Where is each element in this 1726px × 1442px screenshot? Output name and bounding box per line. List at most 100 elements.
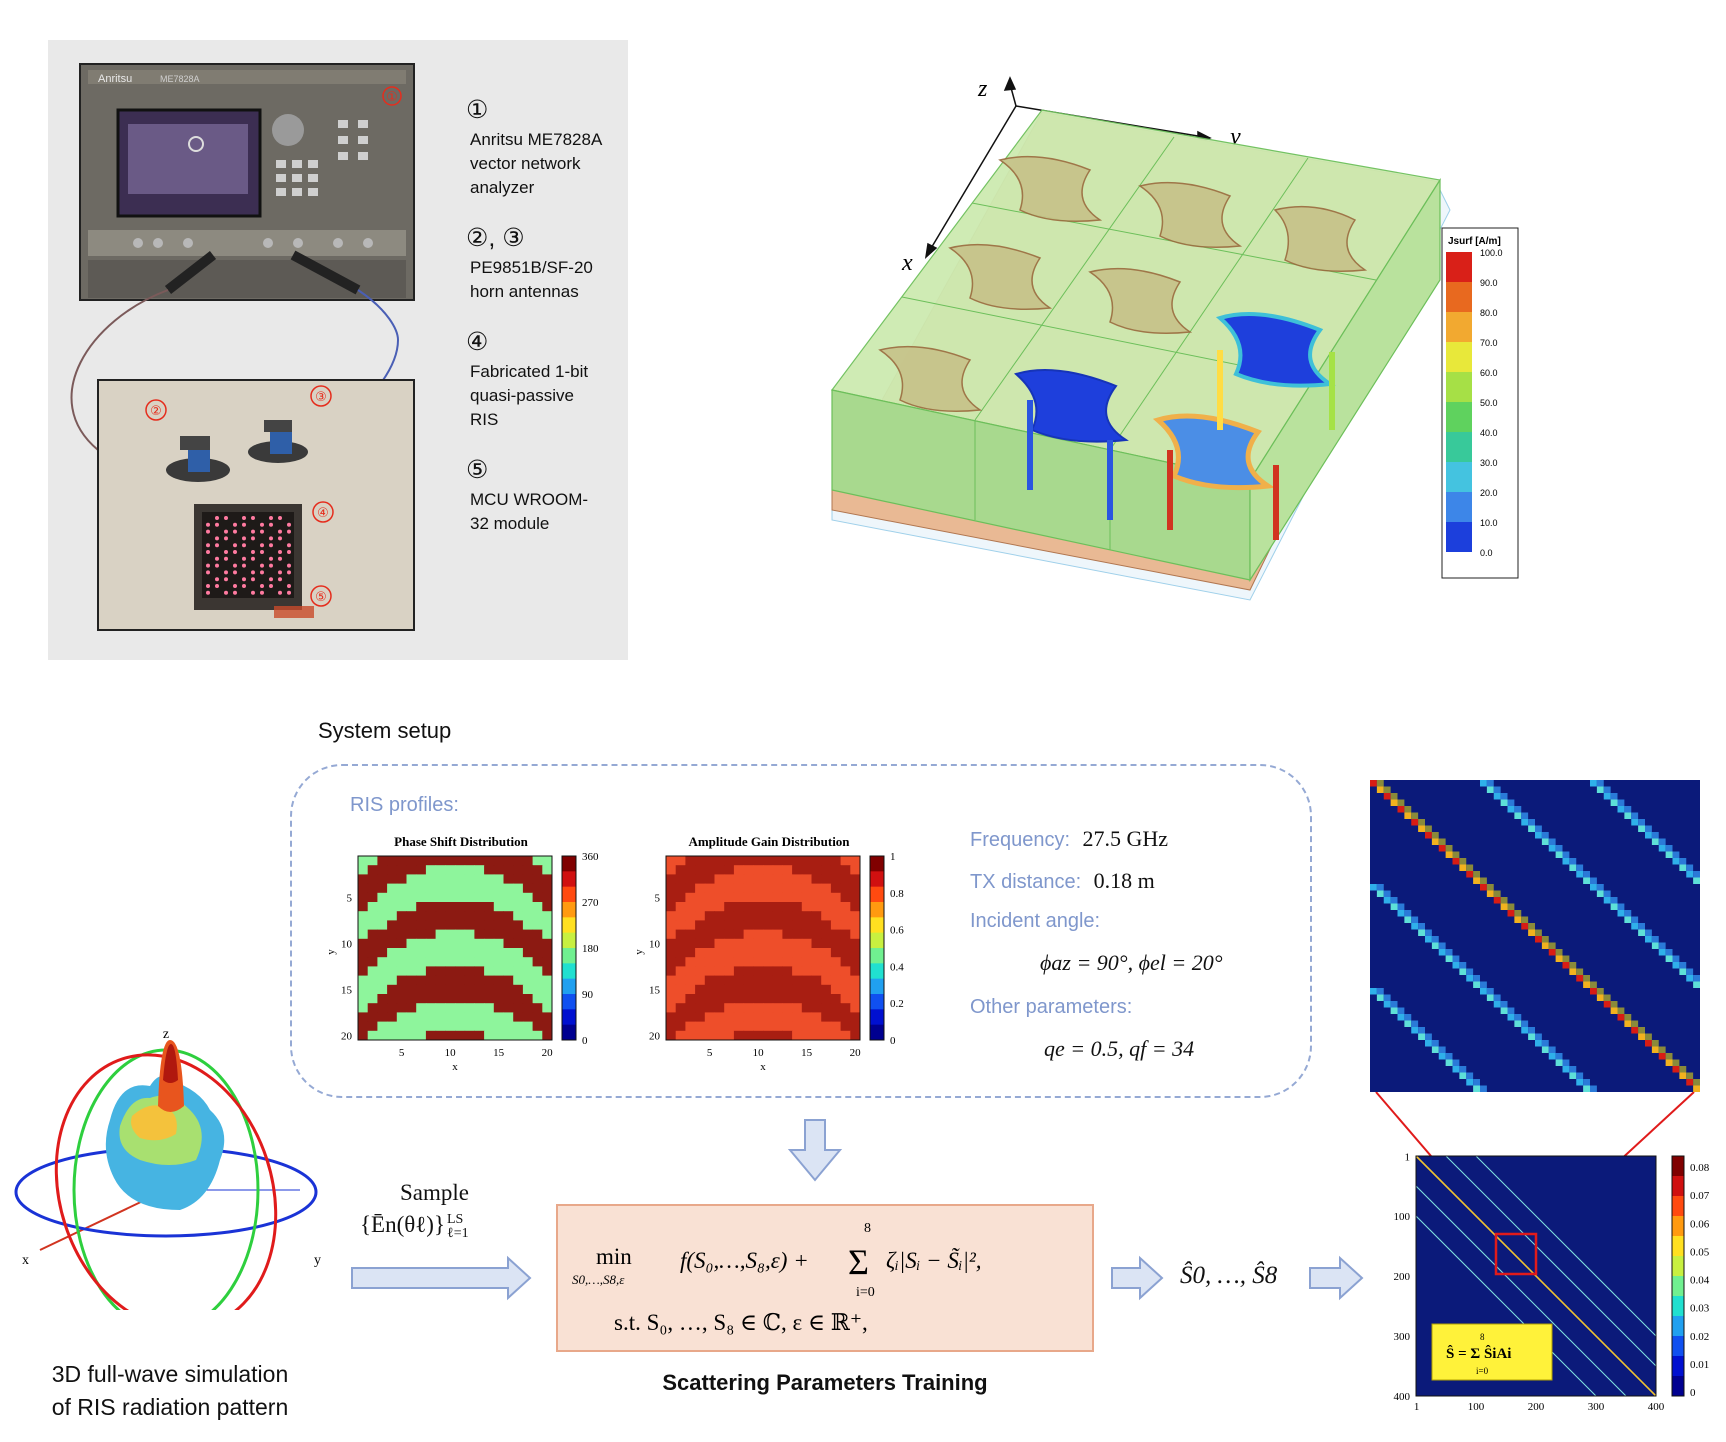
heatmap-cell [811, 920, 822, 931]
heatmap-cell [743, 966, 754, 977]
ris-led [251, 550, 255, 554]
heatmap-cell [811, 1012, 822, 1023]
zoom-band-cell [1658, 949, 1666, 956]
heatmap-cell [484, 938, 495, 949]
heatmap-cell [445, 1003, 456, 1013]
heatmap-cell [522, 1021, 534, 1032]
heatmap-cell [714, 957, 725, 967]
heatmap-cell [416, 957, 427, 967]
pattern-caption: 3D full-wave simulation of RIS radiation… [10, 1358, 330, 1424]
zoom-band-cell [1555, 1059, 1563, 1066]
heatmap-cell [474, 902, 485, 912]
heatmap-cell [406, 938, 417, 949]
legend-entry-2: ②, ③ PE9851B/SF-20 horn antennas [466, 224, 626, 304]
zoom-band-cell [1610, 1001, 1618, 1008]
heatmap-cell [763, 920, 774, 931]
zoom-band-cell [1631, 1027, 1639, 1034]
heatmap-cell [801, 948, 812, 958]
heatmap-cell [724, 920, 735, 931]
heatmap-cell [840, 929, 851, 940]
zoom-band-cell [1404, 812, 1412, 819]
ris-led [278, 570, 282, 575]
heatmap-cell [532, 883, 543, 894]
smatrix-sum-top: 8 [1480, 1332, 1485, 1342]
zoom-band-cell [1645, 1033, 1652, 1040]
heatmap-xtick: 10 [753, 1047, 765, 1059]
heatmap-cell [425, 948, 437, 958]
heatmap-cell [733, 920, 745, 931]
heatmap-cell [522, 994, 534, 1004]
heatmap-cell [695, 892, 706, 903]
smatrix-xtick: 300 [1588, 1401, 1605, 1413]
heatmap-cell [493, 975, 504, 986]
heatmap-cell [714, 1021, 725, 1032]
zoom-band-cell [1431, 936, 1439, 943]
zoom-band-cell [1569, 962, 1577, 969]
heatmap-cell [772, 994, 783, 1004]
heatmap-cell [743, 865, 754, 875]
heatmap-cell [416, 948, 427, 958]
heatmap-cell [801, 920, 812, 931]
heatmap-cell [406, 902, 417, 912]
heatmap-cell [377, 892, 388, 903]
heatmap-cell [666, 874, 677, 885]
zoom-band-cell [1686, 864, 1694, 871]
heatmap-cell [830, 929, 842, 940]
heatmap-cell [503, 892, 514, 903]
heatmap-cell [503, 938, 514, 949]
smatrix-colorbar-tick: 0.08 [1690, 1162, 1710, 1174]
zoom-band-cell [1397, 1014, 1405, 1021]
heatmap-cell [801, 911, 812, 921]
heatmap-cell [358, 957, 369, 967]
heatmap-cell [840, 994, 851, 1004]
heatmap-cell [685, 1021, 696, 1032]
zoom-band-cell [1658, 942, 1666, 949]
heatmap-cell [387, 929, 398, 940]
equipment-legend: ① Anritsu ME7828A vector network analyze… [466, 96, 626, 560]
heatmap-cell [666, 892, 677, 903]
zoom-band-cell [1651, 832, 1659, 839]
heatmap-cell [484, 1012, 495, 1023]
heatmap-cell [513, 975, 524, 986]
heatmap-cell [493, 892, 504, 903]
zoom-band-cell [1617, 910, 1625, 917]
heatmap-cell [435, 975, 446, 986]
heatmap-cell [522, 883, 534, 894]
zoom-band-cell [1418, 929, 1425, 936]
heatmap-cell [435, 892, 446, 903]
heatmap-cell [753, 902, 764, 912]
zoom-band-cell [1535, 936, 1542, 943]
heatmap-cell [542, 975, 553, 986]
zoom-band-cell [1576, 1079, 1584, 1086]
colorbar-step [562, 994, 576, 1010]
heatmap-cell [714, 902, 725, 912]
heatmap-cell [445, 994, 456, 1004]
heatmap-cell [695, 948, 706, 958]
heatmap-cell [484, 966, 495, 977]
heatmap-cell [396, 948, 407, 958]
smatrix-colorbar-tick: 0.04 [1690, 1275, 1710, 1287]
heatmap-cells [666, 856, 861, 1041]
zoom-band-cell [1665, 955, 1673, 962]
zoom-band-cell [1486, 994, 1494, 1001]
zoom-band-cell [1404, 1020, 1412, 1027]
heatmap-cell [772, 966, 783, 977]
heatmap-cell [782, 938, 793, 949]
zoom-band-cell [1445, 845, 1453, 852]
heatmap-xtick: 15 [493, 1047, 505, 1059]
heatmap-cell [474, 874, 485, 885]
smatrix-colorbar-frame [1671, 1155, 1685, 1397]
heatmap-cell [850, 929, 861, 940]
ris-led [269, 536, 273, 541]
zoom-band-cell [1686, 975, 1694, 982]
heatmap-cell [743, 874, 754, 885]
heatmap-cell [406, 883, 417, 894]
smatrix-band [1415, 1215, 1597, 1397]
heatmap-cell [416, 856, 427, 866]
heatmap-cell [416, 883, 427, 894]
heatmap-cell [666, 966, 677, 977]
heatmap-cell [753, 975, 764, 986]
heatmap-cell [503, 957, 514, 967]
